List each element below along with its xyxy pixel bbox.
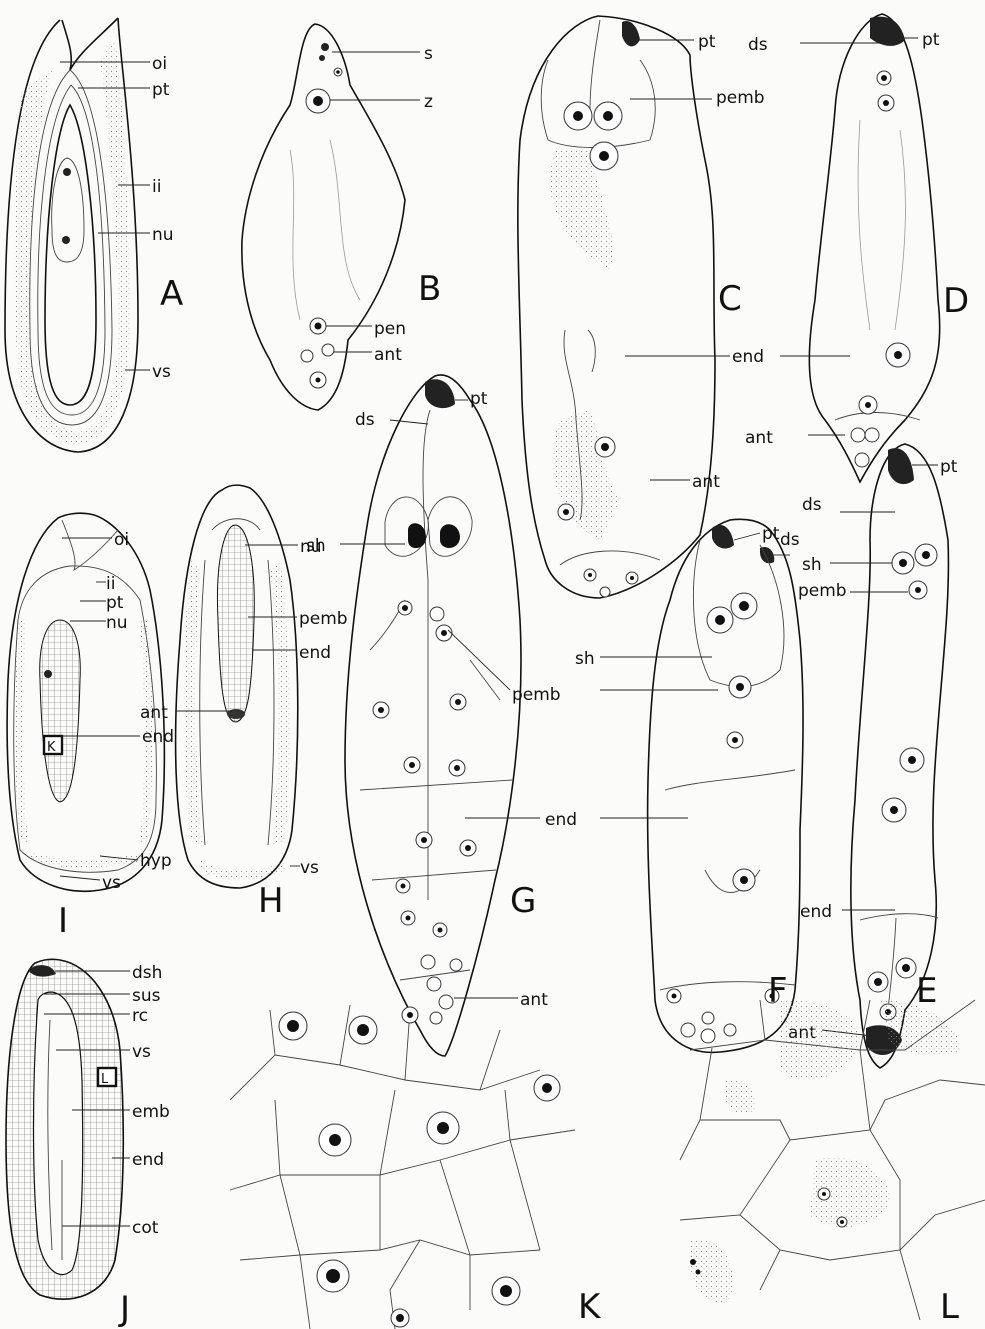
- panel-letter-c: C: [718, 279, 742, 319]
- label-e-pt: pt: [940, 457, 958, 477]
- label-h-pemb: pemb: [299, 609, 348, 629]
- panel-j-drawing: L: [6, 959, 123, 1299]
- label-e-sh: sh: [802, 555, 822, 575]
- label-a-nu: nu: [152, 225, 174, 245]
- label-i-oi: oi: [114, 530, 129, 550]
- label-b-ant: ant: [374, 345, 402, 365]
- label-b-pen: pen: [374, 319, 406, 339]
- panel-letter-a: A: [160, 274, 183, 314]
- label-i-vs: vs: [102, 873, 121, 893]
- label-j-rc: rc: [132, 1006, 148, 1026]
- label-a-pt: pt: [152, 80, 170, 100]
- label-j-dsh: dsh: [132, 963, 162, 983]
- label-c-pemb: pemb: [716, 88, 765, 108]
- panel-letter-e: E: [916, 971, 937, 1011]
- label-h-vs: vs: [300, 858, 319, 878]
- label-e-pemb: pemb: [798, 581, 847, 601]
- label-i-hyp: hyp: [140, 851, 172, 871]
- label-c-pt: pt: [698, 32, 716, 52]
- label-a-ii: ii: [152, 177, 161, 197]
- panel-d-labels: ds pt ant D: [745, 30, 969, 448]
- panel-e-labels: pt ds sh pemb end ant E: [788, 457, 958, 1043]
- label-j-end: end: [132, 1150, 164, 1170]
- label-j-emb: emb: [132, 1102, 170, 1122]
- label-g-pt: pt: [470, 389, 488, 409]
- label-h-end: end: [299, 643, 331, 663]
- box-k-letter: K: [47, 740, 56, 755]
- label-j-cot: cot: [132, 1218, 159, 1238]
- label-c-ant: ant: [692, 472, 720, 492]
- box-l-letter: L: [101, 1072, 109, 1087]
- label-g-ant: ant: [520, 990, 548, 1010]
- label-g-ds: ds: [355, 410, 375, 430]
- label-d-ant: ant: [745, 428, 773, 448]
- label-i-ant: ant: [140, 703, 168, 723]
- panel-b-labels: s z pen ant B: [326, 44, 441, 365]
- label-h-nu: nu: [300, 537, 322, 557]
- label-e-ds: ds: [802, 495, 822, 515]
- panel-letter-j: J: [118, 1289, 130, 1329]
- label-i-nu: nu: [106, 613, 128, 633]
- label-b-s: s: [424, 44, 433, 64]
- label-i-end: end: [142, 727, 174, 747]
- label-i-ii: ii: [106, 574, 115, 594]
- label-f-pt: pt: [762, 524, 780, 544]
- panel-k-drawing: [230, 1005, 575, 1329]
- label-b-z: z: [424, 92, 433, 112]
- panel-letter-h: H: [258, 881, 284, 921]
- panel-letter-i: I: [58, 901, 68, 941]
- label-j-sus: sus: [132, 986, 161, 1006]
- panel-letter-l: L: [940, 1287, 959, 1327]
- label-g-end: end: [545, 810, 577, 830]
- label-c-end: end: [732, 347, 764, 367]
- label-i-pt: pt: [106, 593, 124, 613]
- panel-letter-d: D: [943, 281, 969, 321]
- label-e-end: end: [800, 902, 832, 922]
- label-a-vs: vs: [152, 362, 171, 382]
- panel-letter-k: K: [578, 1287, 602, 1327]
- label-f-ds-top: ds: [780, 530, 800, 550]
- label-d-ds: ds: [748, 35, 768, 55]
- label-j-vs: vs: [132, 1042, 151, 1062]
- panel-a-drawing: [5, 18, 138, 452]
- panel-letter-b: B: [418, 269, 441, 309]
- panel-c-drawing: [518, 16, 715, 598]
- panel-g-drawing: [345, 375, 521, 1056]
- panel-h-drawing: [176, 485, 298, 888]
- panel-f-labels: pt ds sh F: [575, 524, 800, 1011]
- panel-l-drawing: [680, 1000, 985, 1320]
- panel-letter-g: G: [510, 881, 536, 921]
- label-a-oi: oi: [152, 54, 167, 74]
- panel-g-labels: pt ds sh pemb end ant G: [306, 389, 718, 1010]
- panel-d-drawing: [809, 14, 939, 482]
- label-d-pt: pt: [922, 30, 940, 50]
- label-f-sh: sh: [575, 649, 595, 669]
- label-g-pemb: pemb: [512, 685, 561, 705]
- panel-h-labels: nu pemb end vs H: [245, 537, 348, 921]
